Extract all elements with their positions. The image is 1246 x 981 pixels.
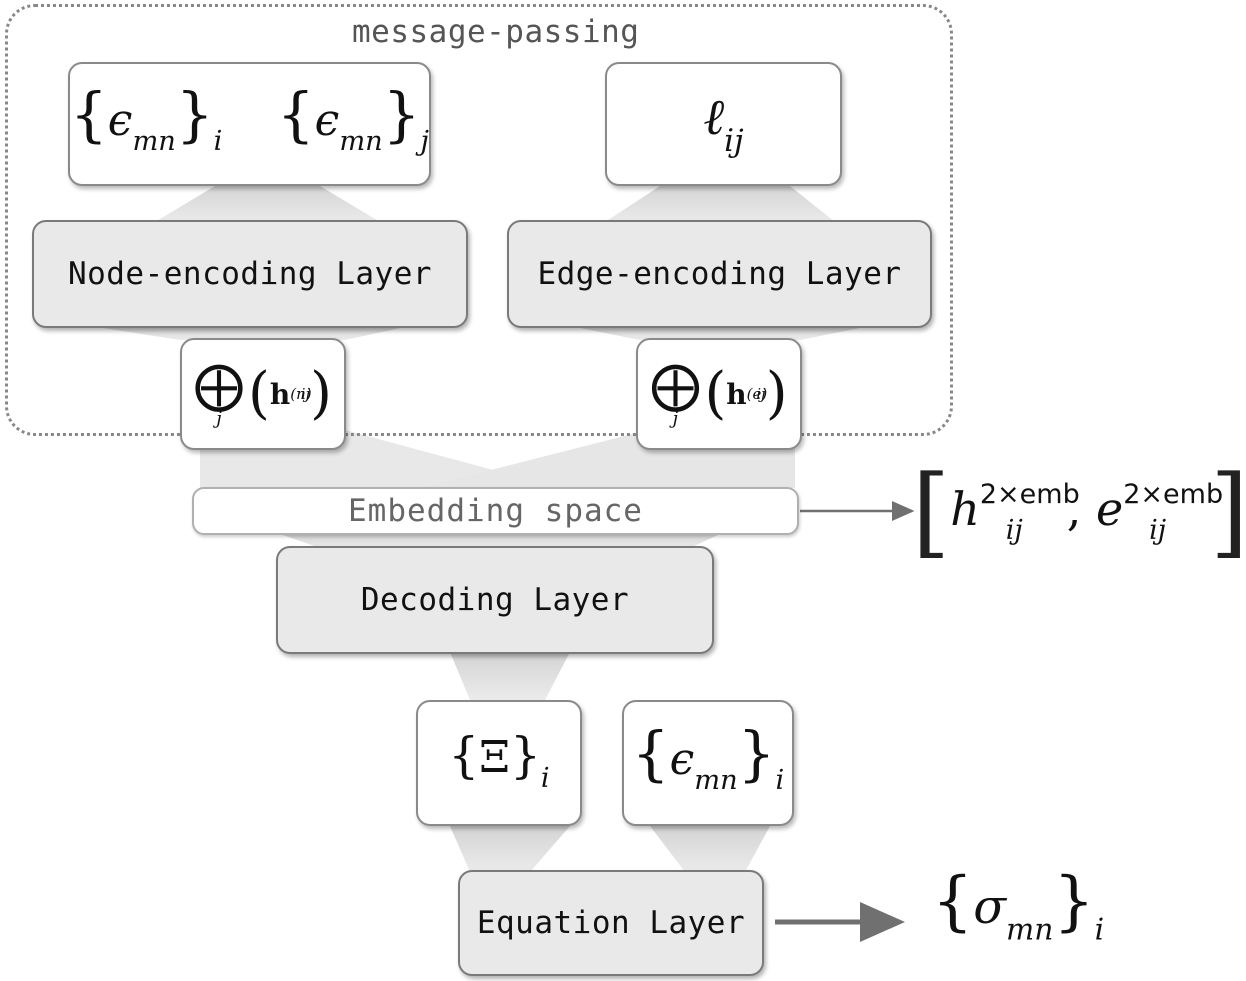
funnel-xi-eq: [450, 826, 570, 872]
node-aggregation-box: ⨁ j (h(n)ij): [180, 338, 346, 450]
strain-output-label: {ϵmn}i: [631, 719, 785, 796]
strain-j-label: {ϵmn}j: [276, 80, 429, 157]
oplus-icon: ⨁: [194, 355, 245, 414]
edge-length-label: ℓij: [703, 88, 744, 160]
funnel-embed-decode: [280, 534, 720, 548]
xi-label: {Ξ}i: [448, 728, 550, 794]
edge-encoding-layer: Edge-encoding Layer: [507, 220, 932, 328]
message-passing-group: [5, 4, 953, 436]
xi-box: {Ξ}i: [416, 700, 582, 826]
decoding-layer: Decoding Layer: [276, 546, 714, 654]
equation-layer: Equation Layer: [458, 870, 764, 976]
funnel-edge-aggr: [570, 326, 870, 340]
funnel-node-input: [155, 186, 380, 222]
strain-output-box: {ϵmn}i: [622, 700, 794, 826]
edge-aggregation-box: ⨁ j (h(e)ij): [636, 338, 802, 450]
stress-output-label: {σmn}i: [932, 864, 1105, 948]
strain-i-label: {ϵmn}i: [70, 80, 223, 157]
input-length-box: ℓij: [605, 62, 842, 186]
edge-aggregation-formula: ⨁ j (h(e)ij): [650, 355, 788, 429]
funnel-node-aggr: [90, 326, 410, 340]
oplus-icon: ⨁: [650, 355, 701, 414]
group-label: message-passing: [352, 14, 640, 50]
embedding-space: Embedding space: [192, 487, 799, 535]
node-aggregation-formula: ⨁ j (h(n)ij): [194, 355, 332, 429]
node-encoding-layer: Node-encoding Layer: [32, 220, 468, 328]
funnel-eps-eq: [650, 826, 770, 872]
funnel-edge-input: [605, 186, 835, 222]
input-strain-box: {ϵmn}i {ϵmn}j: [68, 62, 431, 186]
embedding-vector: [ h2×embij, e2×embij ]: [912, 455, 1246, 569]
funnel-decode-xi: [450, 652, 570, 700]
